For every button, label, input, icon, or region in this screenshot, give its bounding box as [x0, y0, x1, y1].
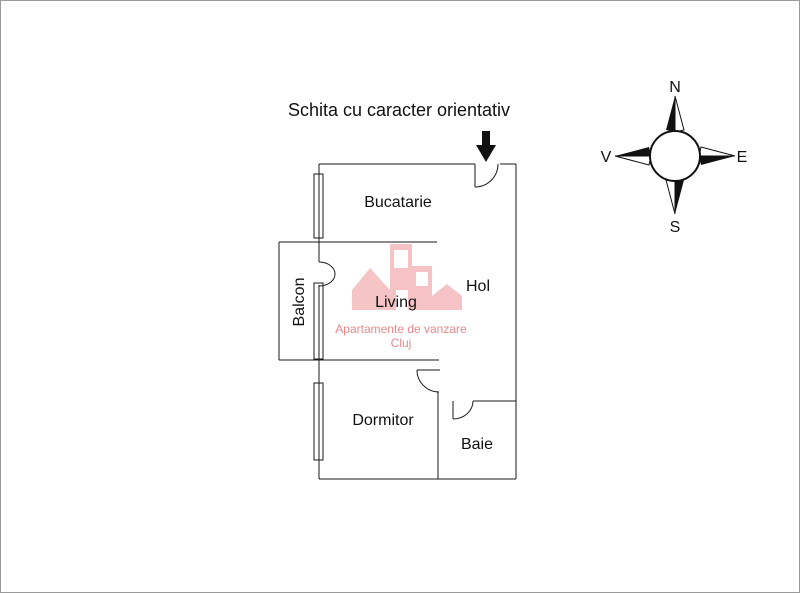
room-label-baie: Baie [461, 436, 493, 453]
compass-south-label: S [670, 219, 681, 236]
room-label-balcon: Balcon [291, 278, 308, 327]
compass-west-label: V [601, 149, 612, 166]
room-label-hol: Hol [466, 278, 490, 295]
floor-plan [278, 163, 517, 480]
compass-north-label: N [669, 79, 681, 96]
entrance-arrow-icon [476, 131, 496, 162]
watermark-line1: Apartamente de vanzare [335, 322, 467, 336]
watermark-logo [352, 244, 462, 310]
compass-east-label: E [737, 149, 748, 166]
room-label-living: Living [375, 294, 417, 311]
room-label-bucatarie: Bucatarie [364, 194, 432, 211]
compass-rose-icon [614, 95, 736, 215]
orientation-note: Schita cu caracter orientativ [288, 100, 510, 120]
room-label-dormitor: Dormitor [352, 412, 414, 429]
watermark-line2: Cluj [391, 336, 412, 350]
